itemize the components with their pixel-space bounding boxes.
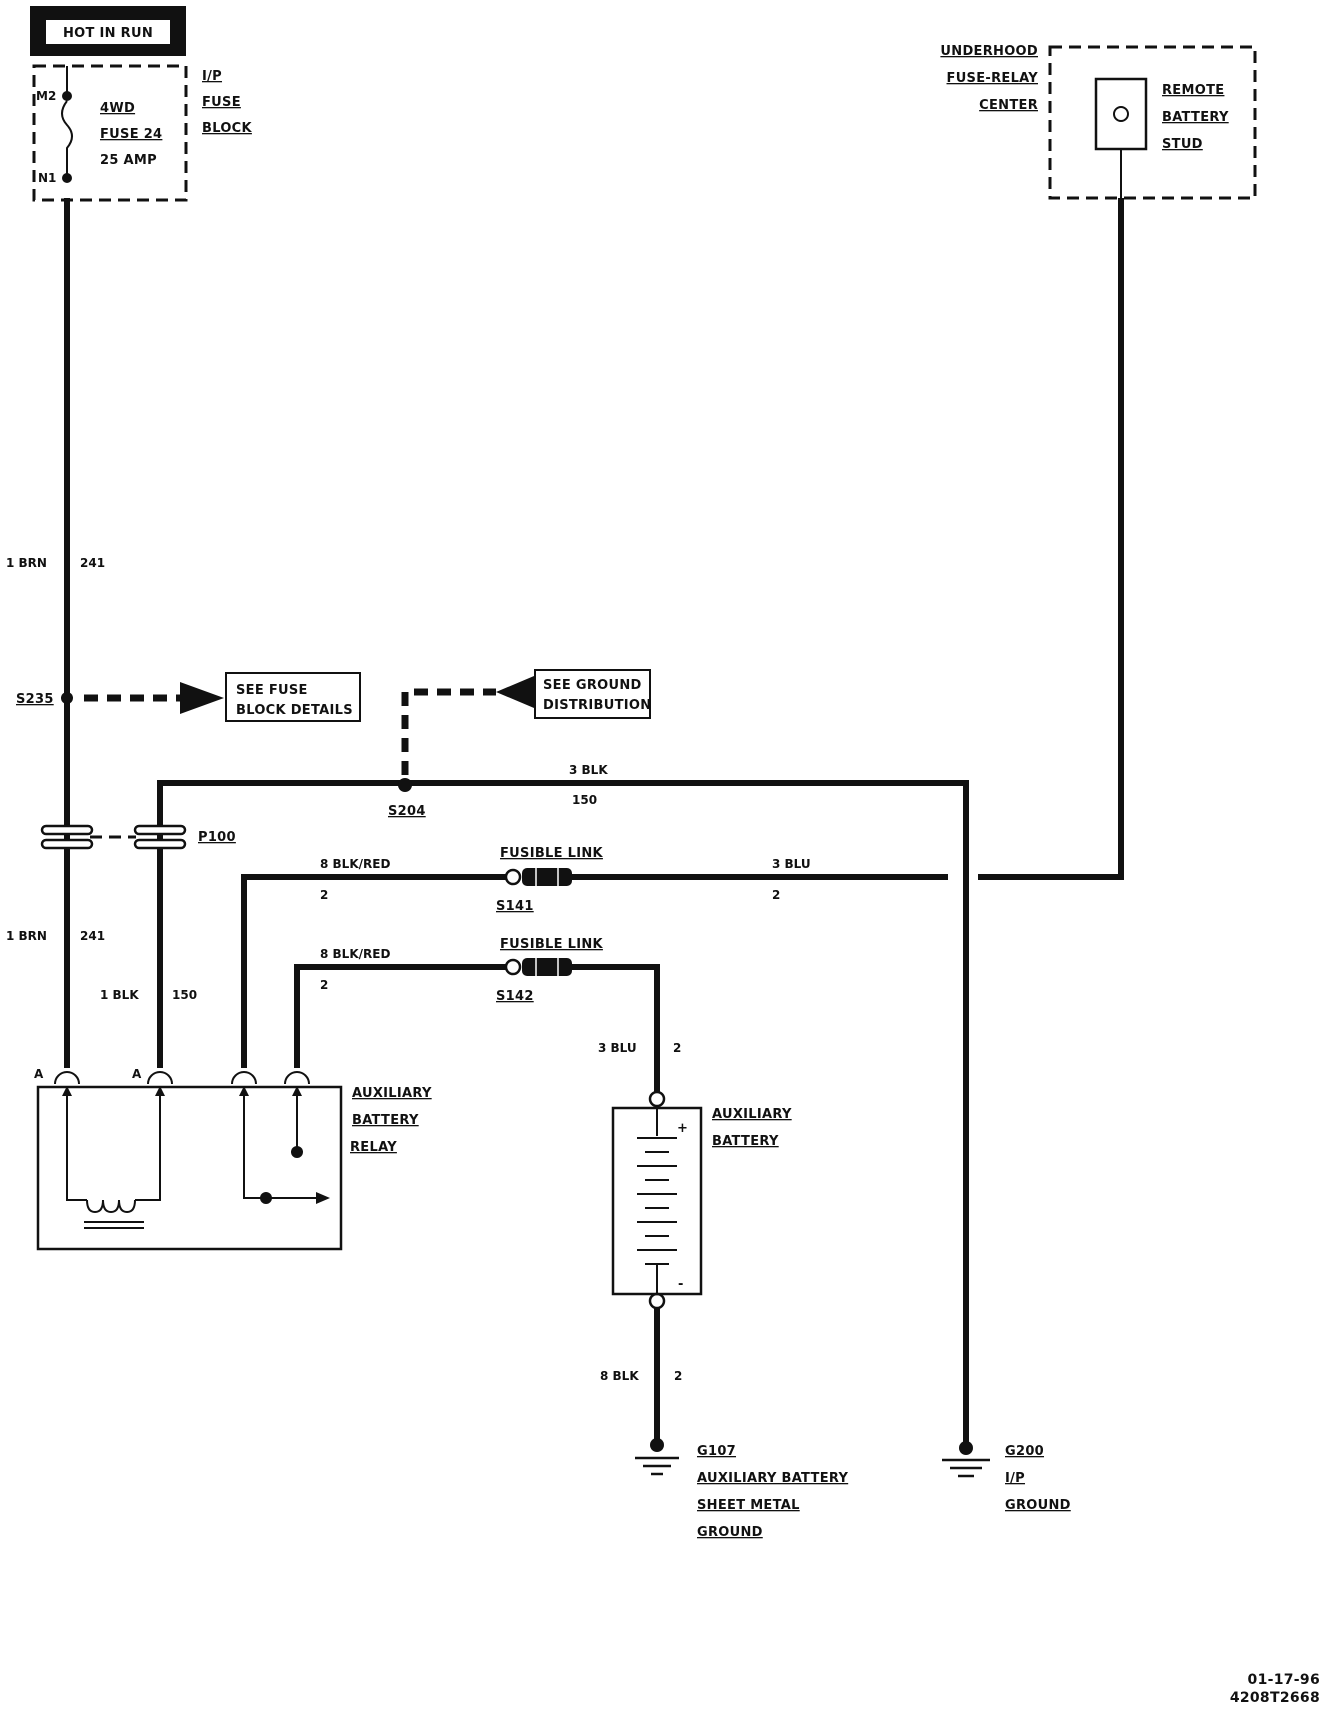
blu-upper-color: 3 BLU: [772, 857, 811, 871]
blu-upper-circuit: 2: [772, 888, 780, 902]
p100-label: P100: [198, 830, 236, 845]
relay-label-3: RELAY: [350, 1140, 397, 1155]
wire-blkred-upper: [241, 874, 512, 1068]
terminal-m2: M2: [36, 89, 56, 103]
underhood-label-3: CENTER: [979, 98, 1038, 113]
fuse-block-label-3: BLOCK: [202, 121, 253, 136]
battery-minus: -: [678, 1277, 684, 1292]
g107-label-2: AUXILIARY BATTERY: [697, 1471, 848, 1486]
relay-label-1: AUXILIARY: [352, 1086, 432, 1101]
underhood-fuse-relay-center: UNDERHOOD FUSE-RELAY CENTER REMOTE BATTE…: [940, 44, 1257, 200]
wire-labels: 1 BRN 241 1 BRN 241 1 BLK 150 3 BLK 150 …: [6, 556, 811, 1383]
splice-s204: S204: [388, 676, 534, 819]
blu-lower-color: 3 BLU: [598, 1041, 637, 1055]
blkred-upper-color: 8 BLK/RED: [320, 857, 390, 871]
wire-blkred-lower: [294, 964, 512, 1068]
blk-ground-color: 8 BLK: [600, 1369, 639, 1383]
brn-bottom-circuit: 241: [80, 929, 105, 943]
blk-ground-circuit: 2: [674, 1369, 682, 1383]
g107-label-4: GROUND: [697, 1525, 763, 1540]
brn-bottom-color: 1 BRN: [6, 929, 47, 943]
s141-label: S141: [496, 899, 534, 914]
stud-label-2: BATTERY: [1162, 110, 1229, 125]
brn-top-circuit: 241: [80, 556, 105, 570]
g200-label-1: G200: [1005, 1444, 1044, 1459]
footer-code: 4208T2668: [1230, 1690, 1320, 1706]
fuse-block-label-2: FUSE: [202, 95, 241, 110]
ref-ground-line-1: SEE GROUND: [543, 678, 642, 693]
relay-pin-a-2: A: [132, 1067, 142, 1081]
hot-in-run-badge: HOT IN RUN: [30, 6, 186, 56]
blu-lower-circuit: 2: [673, 1041, 681, 1055]
splice-s235: S235: [16, 682, 224, 714]
ref-fuse-line-2: BLOCK DETAILS: [236, 703, 353, 718]
ref-ground-line-2: DISTRIBUTION: [543, 698, 651, 713]
see-fuse-block-details[interactable]: SEE FUSE BLOCK DETAILS: [225, 672, 361, 722]
fuse-block-label-1: I/P: [202, 69, 222, 84]
wire-blu-lower: [570, 964, 660, 1093]
underhood-label-2: FUSE-RELAY: [947, 71, 1039, 86]
blk-150-lower-color: 1 BLK: [100, 988, 139, 1002]
fusible-link-lower-label: FUSIBLE LINK: [500, 937, 604, 952]
fuse-line-1: 4WD: [100, 101, 135, 116]
see-ground-distribution[interactable]: SEE GROUND DISTRIBUTION: [534, 669, 651, 719]
fusible-link-upper-label: FUSIBLE LINK: [500, 846, 604, 861]
blkred-upper-circuit: 2: [320, 888, 328, 902]
brn-top-color: 1 BRN: [6, 556, 47, 570]
blk-150-lower-circuit: 150: [172, 988, 197, 1002]
blkred-lower-circuit: 2: [320, 978, 328, 992]
blk-150-top-circuit: 150: [572, 793, 597, 807]
s235-label: S235: [16, 692, 54, 707]
terminal-n1: N1: [38, 171, 56, 185]
relay-pin-a-1: A: [34, 1067, 44, 1081]
fuse-line-3: 25 AMP: [100, 153, 157, 168]
auxiliary-battery: + - AUXILIARY BATTERY: [611, 1090, 792, 1310]
ref-fuse-line-1: SEE FUSE: [236, 683, 308, 698]
footer: 01-17-96 4208T2668: [1230, 1672, 1320, 1706]
g107-label-3: SHEET METAL: [697, 1498, 800, 1513]
s142-label: S142: [496, 989, 534, 1004]
g200-label-2: I/P: [1005, 1471, 1025, 1486]
blk-150-top-color: 3 BLK: [569, 763, 608, 777]
hot-in-run-label: HOT IN RUN: [63, 26, 153, 41]
connector-p100: P100: [40, 824, 236, 850]
fusible-link-s141: [504, 868, 572, 886]
blkred-lower-color: 8 BLK/RED: [320, 947, 390, 961]
wires: [64, 198, 1124, 1446]
g107-label-1: G107: [697, 1444, 736, 1459]
relay-label-2: BATTERY: [352, 1113, 419, 1128]
battery-label-1: AUXILIARY: [712, 1107, 792, 1122]
ground-g200: G200 I/P GROUND: [942, 1441, 1071, 1513]
wire-blu-upper-b: [978, 198, 1124, 880]
battery-label-2: BATTERY: [712, 1134, 779, 1149]
fuse-line-2: FUSE 24: [100, 127, 162, 142]
stud-label-3: STUD: [1162, 137, 1203, 152]
auxiliary-battery-relay: A A AUXILIARY BATTERY RELAY: [34, 1067, 432, 1251]
stud-label-1: REMOTE: [1162, 83, 1224, 98]
g200-label-3: GROUND: [1005, 1498, 1071, 1513]
s204-label: S204: [388, 804, 426, 819]
battery-plus: +: [677, 1121, 688, 1136]
fusible-link-s142: [504, 958, 572, 976]
footer-date: 01-17-96: [1248, 1672, 1320, 1688]
wire-blk-150: [157, 780, 969, 1446]
ground-g107: G107 AUXILIARY BATTERY SHEET METAL GROUN…: [635, 1438, 848, 1540]
underhood-label-1: UNDERHOOD: [940, 44, 1038, 59]
ip-fuse-block: M2 N1 4WD FUSE 24 25 AMP I/P FUSE BLOCK: [32, 64, 253, 202]
